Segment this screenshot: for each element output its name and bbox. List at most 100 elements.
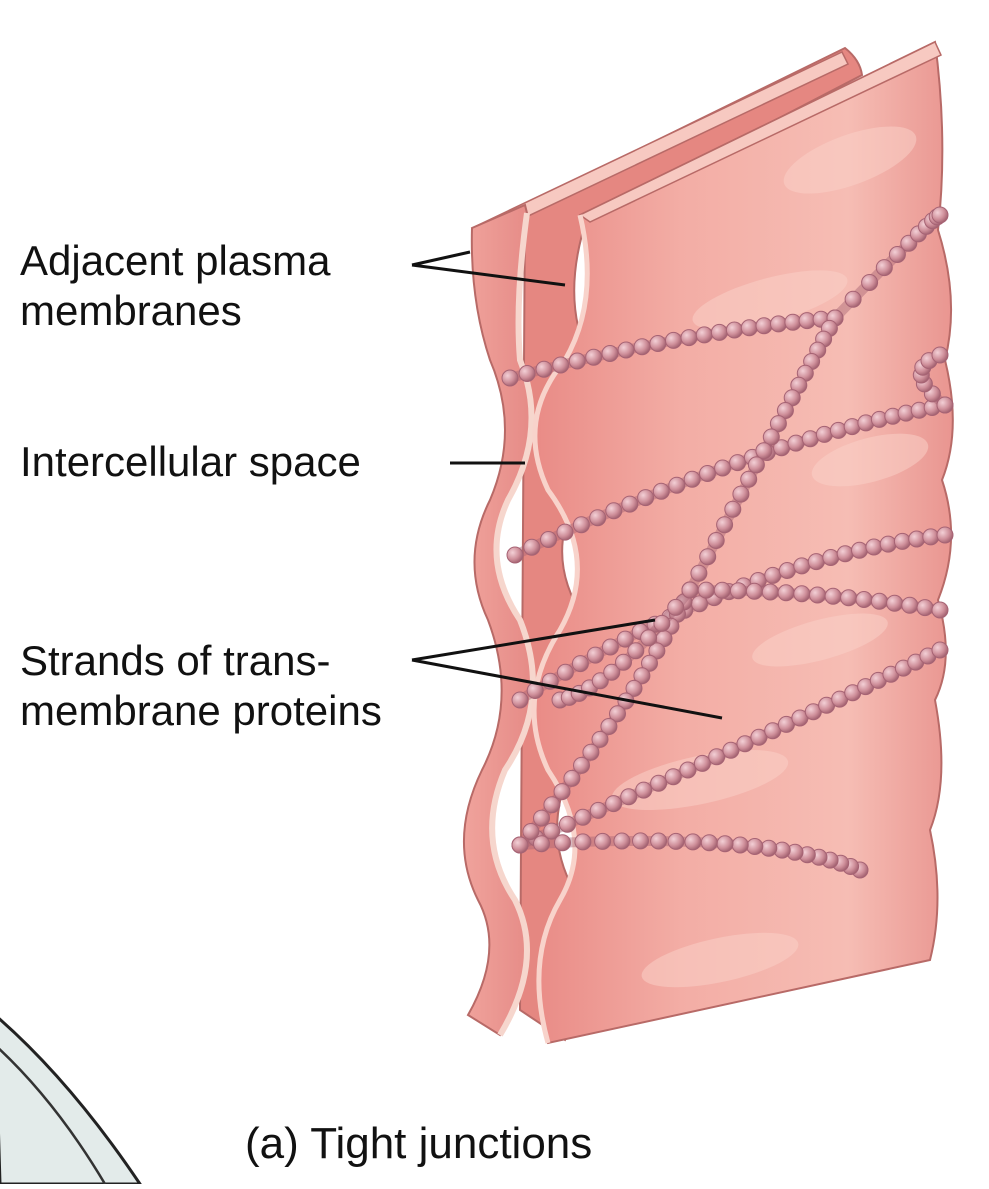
protein-bead [652,482,670,500]
protein-bead [616,630,634,648]
protein-bead [533,809,550,827]
protein-bead [861,274,879,291]
protein-bead [793,557,811,575]
protein-bead [801,430,819,448]
protein-bead [707,532,725,549]
intercellular-gap-edge [489,212,536,1037]
protein-bead [605,502,623,520]
protein-bead [729,582,747,600]
membrane-top-edge [578,40,942,223]
protein-bead [632,832,649,850]
label-strands-line1: Strands of trans- [20,637,331,684]
protein-bead [936,396,954,414]
protein-bead [653,614,671,632]
protein-bead [621,495,639,513]
protein-bead [893,532,911,550]
protein-bead [760,839,778,857]
leader-strands-1 [411,618,656,662]
protein-bead [641,654,658,672]
protein-bead [931,601,949,619]
protein-bead [613,832,631,850]
protein-bead [736,735,754,753]
protein-bead [518,365,536,382]
protein-bead [798,312,816,330]
protein-bead [568,352,586,370]
protein-bead [543,796,561,814]
protein-bead [888,246,906,263]
protein-bead [668,476,686,494]
protein-bead [908,530,926,548]
protein-bead [609,705,626,723]
protein-bead [699,465,716,482]
protein-bead [922,528,940,546]
protein-bead [600,718,618,735]
protein-bead [886,594,904,612]
protein-bead [716,516,734,534]
protein-bead [747,456,765,474]
protein-bead [931,641,949,659]
protein-bead [605,795,623,813]
protein-bead [755,317,773,335]
leader-adjacent-2 [411,263,566,287]
protein-bead [836,545,854,563]
protein-bead [777,584,795,602]
protein-bead [585,348,603,366]
protein-bead [563,769,581,787]
protein-bead [822,549,840,566]
protein-bead [729,454,747,472]
protein-bead [725,321,743,339]
protein-bead [589,509,607,527]
protein-bead [649,335,667,352]
protein-bead [601,345,619,362]
protein-bead [601,638,619,656]
protein-bead [543,822,561,840]
protein-bead [679,761,697,779]
label-strands-line2: membrane proteins [20,687,382,734]
protein-bead [574,808,592,826]
protein-bead [640,629,658,647]
protein-bead [680,329,698,347]
protein-bead [665,331,682,349]
label-adjacent-line2: membranes [20,287,242,334]
protein-bead [731,836,749,854]
protein-bead [762,428,780,446]
protein-bead [617,341,635,359]
protein-bead [761,583,779,601]
protein-bead [511,691,529,709]
protein-bead [732,485,750,503]
protein-bead [591,672,609,690]
protein-bead [740,470,758,488]
protein-bead [522,823,540,840]
protein-bead [650,832,668,850]
protein-bead [511,836,529,854]
protein-bead [603,663,621,681]
protein-bead [750,728,768,746]
protein-bead [690,564,708,582]
protein-bead [582,743,600,761]
protein-bead [724,500,742,518]
protein-bead [625,679,643,697]
protein-bead [506,546,524,564]
protein-bead [594,832,612,850]
protein-bead [764,722,782,740]
label-strands-transmembrane-proteins: Strands of trans- membrane proteins [20,636,382,736]
protein-bead [784,313,802,331]
protein-bead [745,582,763,600]
protein-bead [615,653,632,671]
protein-bead [552,356,570,374]
protein-bead [855,591,873,608]
protein-bead [586,646,604,664]
protein-bead [556,523,574,541]
protein-bead [667,598,685,616]
protein-bead [716,835,734,853]
protein-bead [620,788,638,806]
protein-bead [844,290,862,308]
protein-bead [501,369,519,387]
protein-bead [764,566,782,584]
protein-bead [650,774,668,792]
protein-bead [683,470,701,488]
protein-bead [693,754,711,772]
protein-bead [708,748,726,766]
